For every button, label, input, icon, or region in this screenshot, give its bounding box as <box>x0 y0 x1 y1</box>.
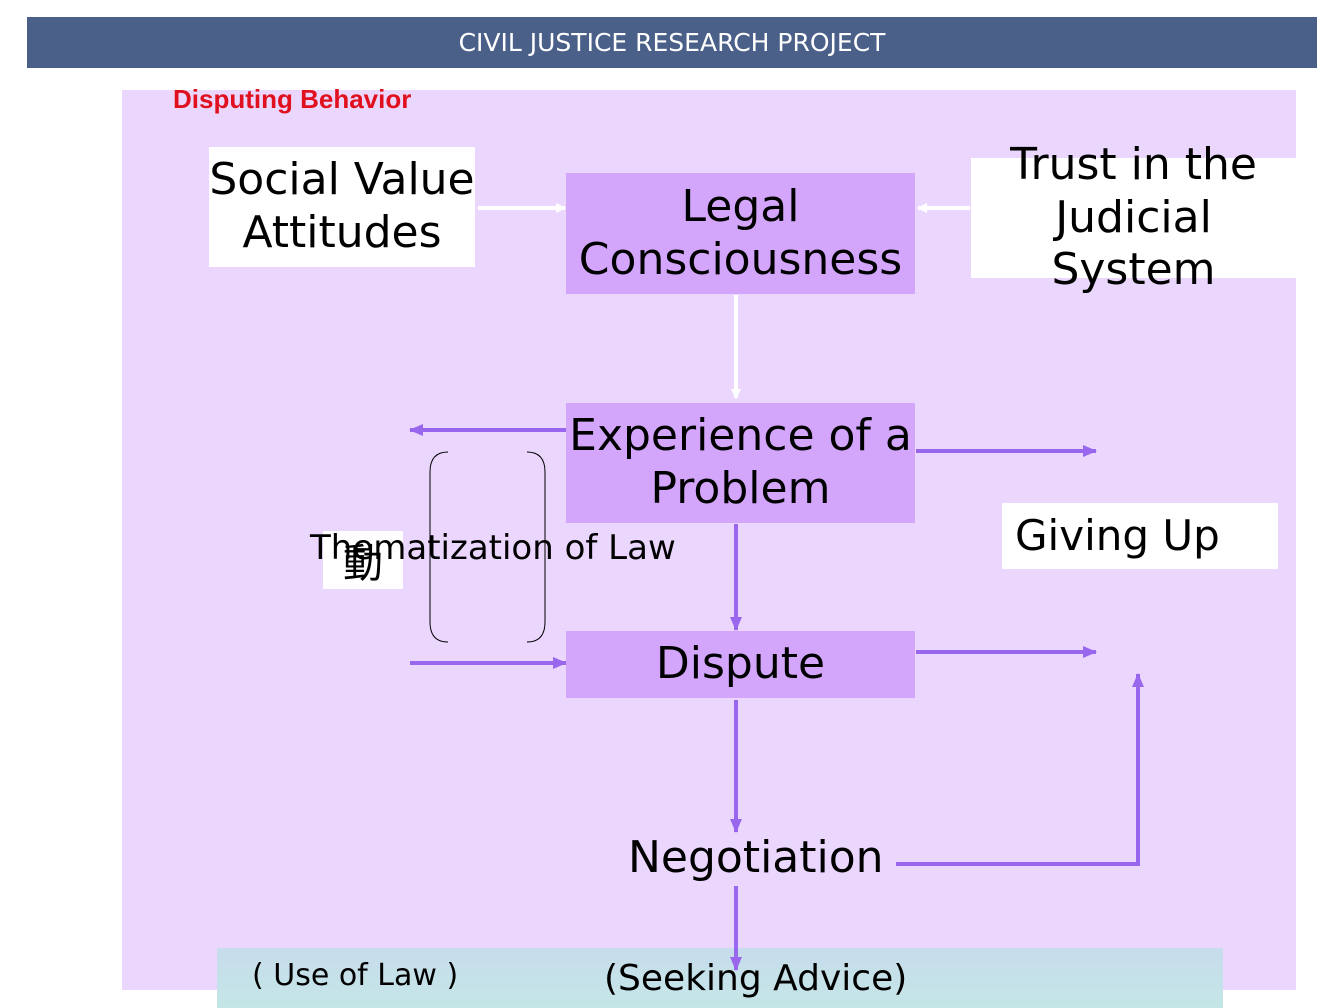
bottom-band <box>217 948 1223 1008</box>
thematization-label: Thematization of Law <box>310 528 676 568</box>
social-value-box: Social Value Attitudes <box>209 147 475 267</box>
giving-up-box: Giving Up <box>1002 503 1278 569</box>
dispute-box: Dispute <box>566 631 915 698</box>
bracket-left <box>429 451 449 643</box>
seeking-advice-label: (Seeking Advice) <box>604 958 908 999</box>
kanji-label: 動 <box>323 531 403 589</box>
use-of-law-label: ( Use of Law ) <box>252 958 459 993</box>
trust-box: Trust in the Judicial System <box>971 139 1296 295</box>
header-bar: CIVIL JUSTICE RESEARCH PROJECT <box>27 17 1317 68</box>
header-title: CIVIL JUSTICE RESEARCH PROJECT <box>458 28 886 57</box>
legal-consciousness-box: Legal Consciousness <box>566 173 915 294</box>
arrow-negotiation-loop <box>896 673 1144 866</box>
experience-box: Experience of a Problem <box>566 403 915 523</box>
negotiation-label: Negotiation <box>628 832 884 883</box>
bracket-right <box>526 451 546 643</box>
section-label: Disputing Behavior <box>173 84 412 114</box>
